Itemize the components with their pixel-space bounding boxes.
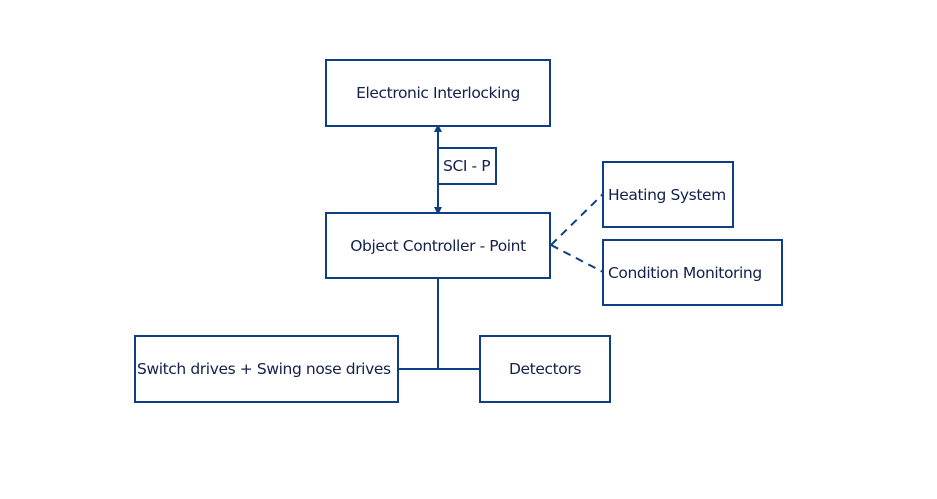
condition-monitoring-label: Condition Monitoring bbox=[608, 263, 762, 282]
switch-drives-box: Switch drives + Swing nose drives bbox=[134, 335, 399, 403]
object-controller-label: Object Controller - Point bbox=[350, 236, 526, 255]
dashed-link-heating-system bbox=[550, 193, 604, 246]
sci-p-label-box: SCI - P bbox=[437, 147, 497, 185]
heating-system-label: Heating System bbox=[608, 185, 726, 204]
sci-p-label: SCI - P bbox=[443, 157, 491, 175]
switch-drives-label: Switch drives + Swing nose drives bbox=[137, 360, 391, 378]
dashed-link-condition-monitoring bbox=[550, 244, 604, 273]
object-controller-box: Object Controller - Point bbox=[325, 212, 551, 279]
electronic-interlocking-box: Electronic Interlocking bbox=[325, 59, 551, 127]
heating-system-box: Heating System bbox=[602, 161, 734, 228]
condition-monitoring-box: Condition Monitoring bbox=[602, 239, 783, 306]
detectors-label: Detectors bbox=[508, 360, 581, 378]
detectors-box: Detectors bbox=[479, 335, 611, 403]
electronic-interlocking-label: Electronic Interlocking bbox=[356, 84, 520, 102]
